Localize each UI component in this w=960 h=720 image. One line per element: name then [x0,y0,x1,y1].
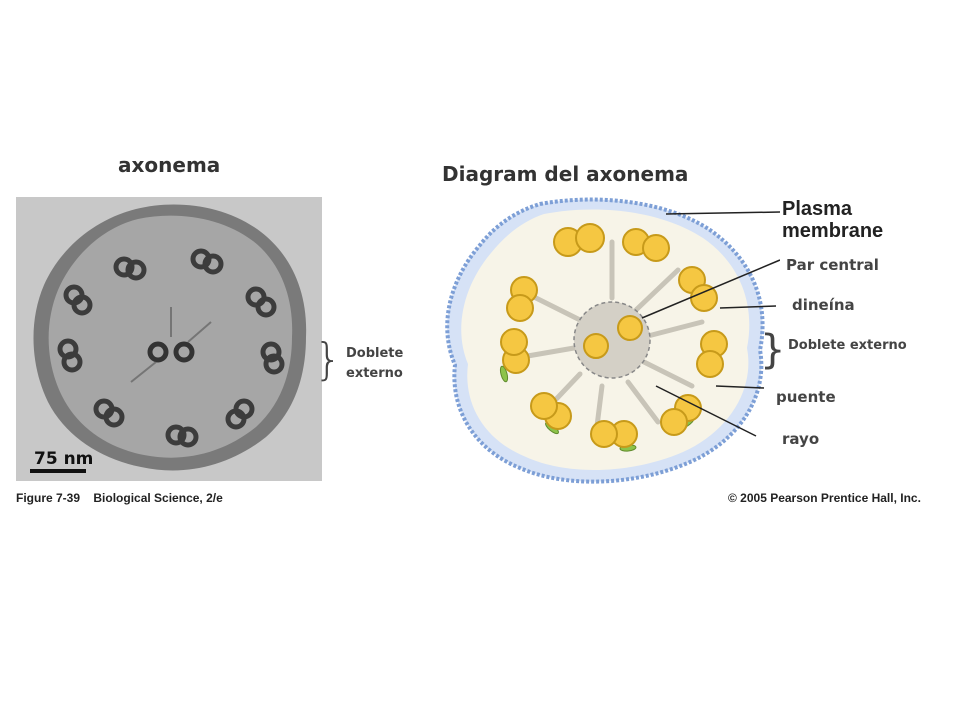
bridge-label: puente [776,388,836,406]
central-pair [583,315,643,359]
scale-bar [30,469,86,473]
dynein-label: dineína [792,296,855,314]
doublet-label-line2: externo [346,366,403,381]
scale-bar-label: 75 nm [34,449,94,469]
figure-book: Biological Science, 2/e [93,491,223,505]
plasma-label-line2: membrane [782,220,884,242]
doublet-brace-left: } [314,334,342,385]
micrograph-title: axonema [118,153,221,177]
leader-lines [641,211,780,437]
outer-doublets [500,223,728,448]
doublet-label-line1: Doblete [346,346,404,361]
outer-doublet-label: Doblete externo [788,338,907,353]
doublet-label-left: Doblete externo [346,344,416,384]
copyright-notice: © 2005 Pearson Prentice Hall, Inc. [728,491,921,505]
figure-caption: Figure 7-39 Biological Science, 2/e [16,491,223,505]
central-pair-label: Par central [786,256,879,274]
axoneme-micrograph [16,197,322,481]
micrograph-doublets [57,248,285,448]
figure-number: Figure 7-39 [16,491,81,505]
plasma-membrane-label: Plasma membrane [782,198,932,242]
micrograph-central-pair [147,341,195,363]
doublet-brace-right: } [760,327,786,373]
plasma-label-line1: Plasma [782,198,853,220]
spoke-label: rayo [782,430,820,448]
diagram-title: Diagram del axonema [442,162,689,186]
axoneme-diagram [445,197,780,484]
